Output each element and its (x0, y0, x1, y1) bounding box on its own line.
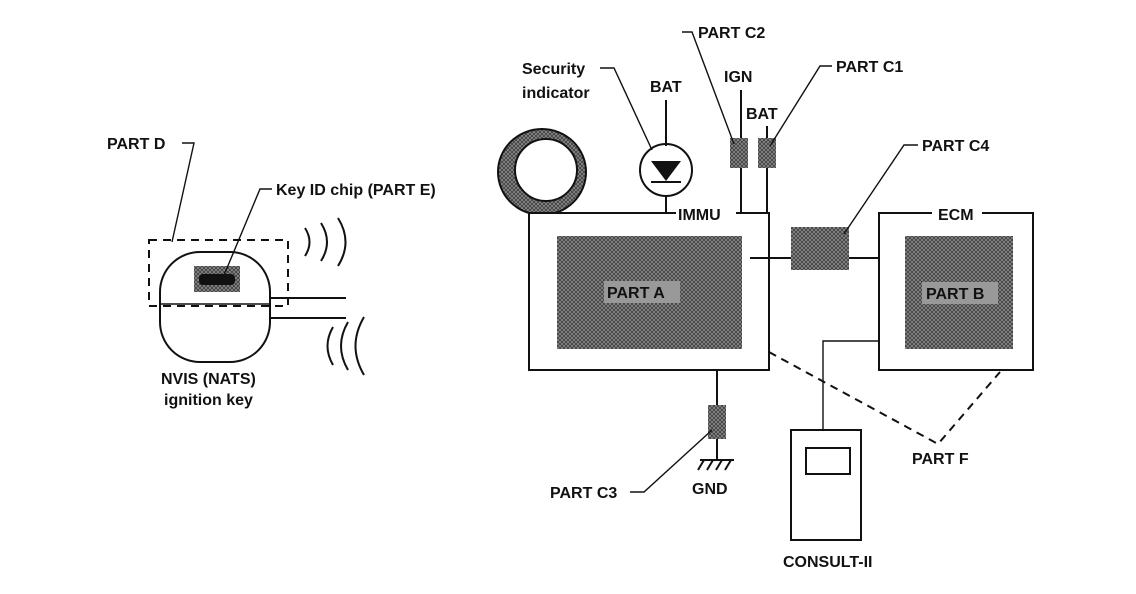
immu-label-bg (676, 205, 736, 221)
part-f-label: PART F (912, 451, 969, 468)
part-d-label: PART D (107, 136, 165, 153)
antenna-coil-icon (497, 128, 587, 216)
consult-group: CONSULT-II PART F (768, 340, 1001, 571)
ecm-unit: ECM PART B (878, 205, 1034, 371)
part-c3-leader (630, 429, 713, 493)
ignition-key-label-line1: NVIS (NATS) (161, 371, 256, 388)
immu-ecm-link: PART C4 (750, 138, 989, 270)
ignition-key-icon (159, 251, 271, 363)
ecm-label-bg (932, 205, 982, 221)
part-c4-label: PART C4 (922, 138, 989, 155)
ignition-key-group: PART D Key ID chip (PART E) NVIS (NATS) … (107, 136, 436, 409)
part-c3-connector (708, 405, 726, 439)
consult-label: CONSULT-II (783, 554, 872, 571)
bat-indicator-label: BAT (650, 79, 682, 96)
part-c4-connector (791, 227, 849, 270)
security-indicator-label-line2: indicator (522, 85, 590, 102)
part-c2-connector (730, 138, 748, 168)
part-b-label: PART B (926, 286, 984, 303)
security-indicator-leader (600, 67, 653, 151)
consult-screen-icon (805, 447, 851, 475)
security-indicator-group: Security indicator BAT (522, 61, 693, 213)
part-c3-label: PART C3 (550, 485, 617, 502)
part-a-label-bg (604, 281, 680, 303)
part-c4-leader (843, 144, 918, 235)
part-f-dashed-line (768, 351, 1001, 446)
gnd-label: GND (692, 481, 728, 498)
part-d-boundary (148, 239, 289, 307)
bat-supply-label: BAT (746, 106, 778, 123)
ignition-key-label-line2: ignition key (164, 392, 253, 409)
immu-unit: IMMU PART A (528, 205, 770, 371)
consult-ecm-wire (822, 340, 879, 430)
part-c2-leader (682, 31, 735, 145)
part-a-label: PART A (607, 285, 665, 302)
key-id-chip-leader (221, 188, 272, 281)
consult-device-icon (790, 429, 862, 541)
ign-label: IGN (724, 69, 752, 86)
radio-wave-icon (304, 217, 365, 376)
security-indicator-label-line1: Security (522, 61, 585, 78)
ground-group: GND PART C3 (550, 370, 734, 502)
key-id-chip-label: Key ID chip (PART E) (276, 182, 436, 199)
part-c2-label: PART C2 (698, 25, 765, 42)
power-supply-group: IGN BAT PART C2 PART C1 (682, 25, 903, 213)
key-id-chip-icon (199, 274, 235, 285)
immu-label: IMMU (678, 207, 721, 224)
ground-symbol-icon (697, 459, 734, 471)
part-c1-label: PART C1 (836, 59, 903, 76)
part-d-leader (171, 142, 195, 243)
part-b-label-bg (922, 282, 998, 304)
part-c1-connector (758, 138, 776, 168)
ecm-label: ECM (938, 207, 974, 224)
led-diode-icon (651, 161, 681, 181)
part-c1-leader (769, 65, 832, 147)
